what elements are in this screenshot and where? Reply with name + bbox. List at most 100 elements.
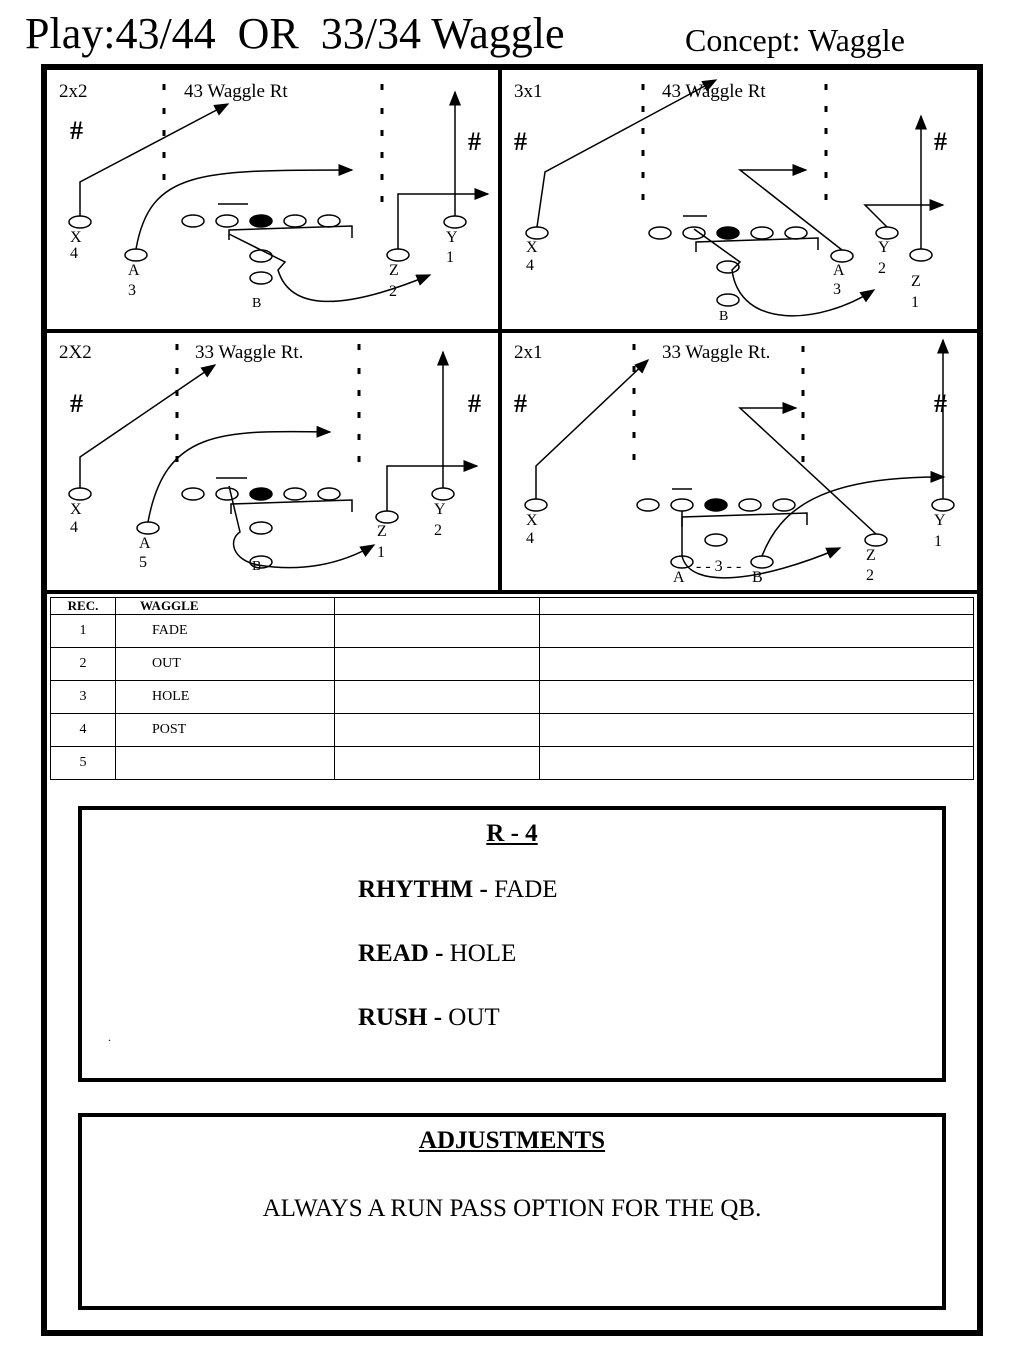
player-y: Y (446, 229, 458, 246)
player-b: B (719, 309, 728, 324)
hash-marks (162, 84, 384, 202)
route-a (737, 164, 843, 251)
line-block (695, 237, 819, 252)
table-header-row: REC. WAGGLE (50, 597, 974, 615)
table-cell (334, 647, 540, 681)
rec-number: 5 (50, 746, 116, 780)
formation-label: 2X2 (59, 342, 92, 363)
route-a (681, 511, 842, 579)
table-cell (539, 680, 974, 714)
player-b: B (252, 559, 261, 574)
play-label: 33 Waggle Rt. (195, 342, 303, 363)
player-x-num: 4 (526, 257, 534, 274)
hash-left: # (514, 389, 527, 418)
table-cell (539, 647, 974, 681)
player-z: Z (911, 273, 921, 290)
player-b: B (252, 296, 261, 311)
rec-number: 1 (50, 614, 116, 648)
receiver-table: REC. WAGGLE 1 FADE 2 OUT 3 HOLE 4 POST 5 (50, 597, 974, 780)
hash-left: # (70, 116, 83, 145)
hash-marks (632, 344, 805, 462)
player-x-num: 4 (526, 530, 534, 547)
route-x (79, 364, 217, 488)
depth-label: - - 3 - - (696, 558, 741, 575)
playsheet-frame (41, 64, 983, 1336)
stray-dot: . (108, 1030, 111, 1044)
route-b (228, 233, 432, 303)
table-row: 1 FADE (50, 614, 974, 648)
rush-label: RUSH - (358, 1004, 443, 1031)
player-b: B (752, 569, 763, 586)
r4-box: R - 4 RHYTHM - FADE READ - HOLE RUSH - O… (78, 806, 946, 1082)
route-a (147, 425, 332, 523)
player-y-num: 2 (878, 260, 886, 277)
route-b (761, 470, 946, 557)
route-x (535, 358, 650, 499)
offensive-line (648, 226, 808, 240)
route-name: HOLE (115, 680, 335, 714)
adjustments-text: ALWAYS A RUN PASS OPTION FOR THE QB. (262, 1195, 762, 1222)
route-x (79, 103, 230, 216)
line-block (230, 499, 353, 514)
player-x: X (526, 239, 538, 256)
player-x: X (70, 229, 82, 246)
route-name: FADE (115, 614, 335, 648)
player-x-num: 4 (70, 245, 78, 262)
player-y-num: 1 (934, 533, 942, 550)
read-label: READ - (358, 940, 444, 967)
table-row: 2 OUT (50, 647, 974, 681)
hash-right: # (468, 127, 481, 156)
line-block (228, 225, 353, 240)
player-y: Y (934, 512, 946, 529)
player-y-num: 2 (434, 522, 442, 539)
read-line: READ - HOLE (358, 940, 516, 968)
player-z-num: 1 (377, 544, 385, 561)
r4-heading: R - 4 (486, 820, 538, 847)
table-row: 3 HOLE (50, 680, 974, 714)
rush-line: RUSH - OUT (358, 1004, 500, 1032)
table-header (334, 597, 540, 615)
player-y: Y (434, 501, 446, 518)
adjustments-box: ADJUSTMENTS ALWAYS A RUN PASS OPTION FOR… (78, 1113, 946, 1310)
rhythm-value: FADE (487, 876, 558, 903)
hash-left: # (514, 127, 527, 156)
route-name (115, 746, 335, 780)
play-label: 43 Waggle Rt (662, 81, 766, 102)
table-cell (334, 614, 540, 648)
player-x: X (526, 512, 538, 529)
player-a: A (833, 262, 845, 279)
player-x-num: 4 (70, 519, 78, 536)
hash-marks (641, 84, 828, 200)
route-a (135, 164, 354, 250)
player-z-num: 2 (866, 567, 874, 584)
table-cell (334, 746, 540, 780)
table-row: 4 POST (50, 713, 974, 747)
hash-right: # (934, 389, 947, 418)
table-header: WAGGLE (115, 597, 335, 615)
line-block (681, 512, 808, 527)
player-z: Z (377, 523, 387, 540)
route-b (228, 485, 376, 569)
player-z: Z (866, 547, 876, 564)
diagram-2x1-33-waggle: 2x1 33 Waggle Rt. # # X 4 (514, 338, 955, 586)
player-a-num: 3 (833, 281, 841, 298)
player-a-num: 5 (139, 554, 147, 571)
formation-label: 2x2 (59, 81, 88, 102)
player-z-num: 1 (911, 294, 919, 311)
route-x (536, 79, 718, 228)
diagram-3x1-43-waggle: 3x1 43 Waggle Rt # # X 4 (514, 79, 947, 324)
player-z: Z (389, 262, 399, 279)
table-cell (539, 746, 974, 780)
table-header (539, 597, 974, 615)
rec-number: 4 (50, 713, 116, 747)
hash-right: # (934, 127, 947, 156)
table-cell (334, 713, 540, 747)
route-name: OUT (115, 647, 335, 681)
hash-right: # (468, 389, 481, 418)
rec-number: 3 (50, 680, 116, 714)
skill-players (68, 487, 455, 569)
play-title: Play:43/44 OR 33/34 Waggle (25, 9, 565, 58)
player-a-num: 3 (128, 282, 136, 299)
rec-number: 2 (50, 647, 116, 681)
hash-left: # (70, 389, 83, 418)
